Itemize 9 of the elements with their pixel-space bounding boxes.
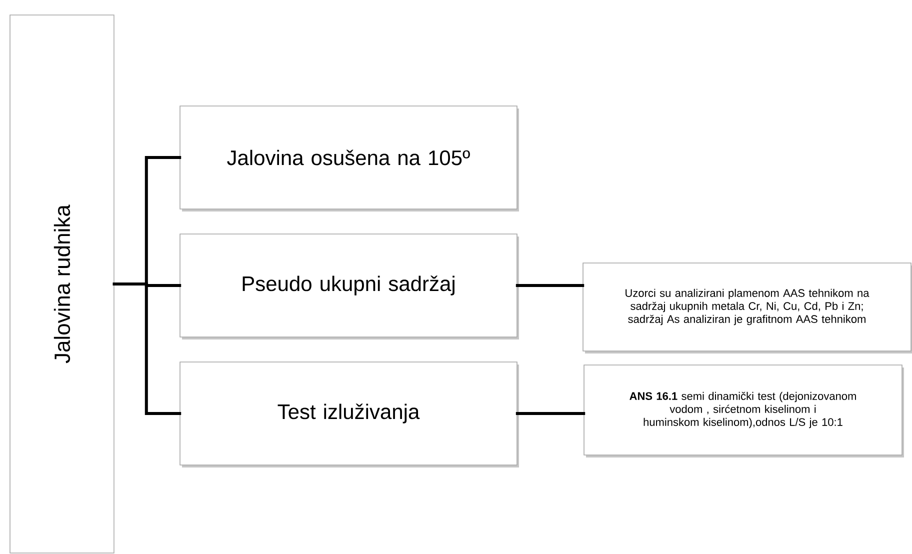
note-box: Uzorci su analizirani plamenom AAS tehnikom na sadržaj ukupnih metala Cr, Ni, Cu, Cd, Pb i Zn; sadržaj As analiziran je grafitnom AAS tehnikom	[582, 262, 912, 354]
connector-line	[516, 412, 586, 415]
category-box: Jalovina rudnika	[10, 14, 114, 554]
note-box: ANS 16.1 semi dinamički test (dejonizovanom vodom , sirćetnom kiselinom i huminskom kiselinom),odnos L/S je 10:1	[584, 364, 904, 458]
connector-line	[112, 282, 182, 415]
process-box: Jalovina osušena na 105º	[180, 106, 519, 212]
connector-line	[516, 284, 584, 287]
process-box: Pseudo ukupni sadržaj	[180, 234, 519, 340]
process-box: Test izluživanja	[180, 362, 519, 468]
